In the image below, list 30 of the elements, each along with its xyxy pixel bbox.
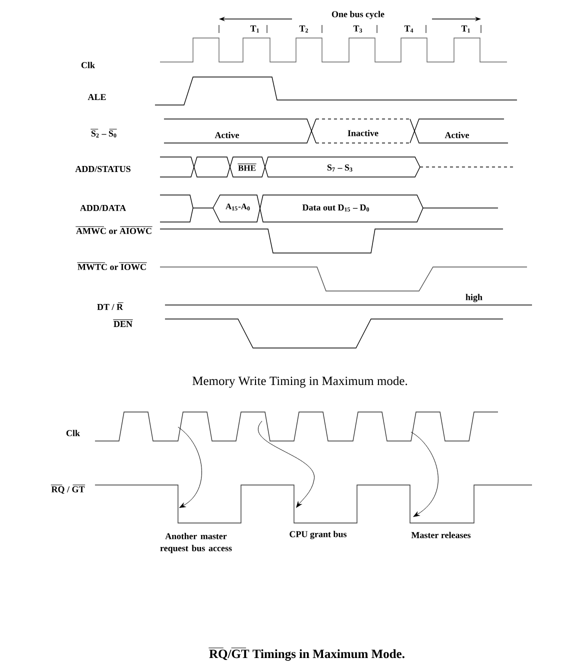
signal-label: Clk	[66, 430, 80, 436]
signal-label: DT / R	[97, 302, 124, 310]
bus-value: BHE	[237, 164, 257, 171]
state-label: T$_{4}$	[404, 26, 414, 32]
signal-label: ADD/DATA	[80, 205, 126, 212]
bus-value: Active	[214, 132, 239, 138]
state-label: T$_{1}$	[250, 26, 259, 32]
state-label: T$_{1}$	[461, 26, 470, 32]
event-label: Another master request bus access	[160, 532, 232, 554]
signal-label: ALE	[88, 94, 106, 100]
level-note: high	[466, 294, 482, 302]
state-label: T$_{3}$	[353, 26, 362, 32]
signal-label: S$_{2}$ – S$_{0}$	[90, 128, 118, 138]
state-label: T$_{2}$	[299, 26, 308, 32]
diagram-caption: Memory Write Timing in Maximum mode.	[192, 376, 408, 388]
signal-label: MWTC or IOWC	[76, 262, 148, 270]
bus-value: Active	[444, 132, 469, 138]
bus-value: S$_{7}$ – S$_{3}$	[327, 164, 352, 172]
bus-value: A$_{15}$-A$_{0}$	[226, 204, 250, 210]
event-label: Master releases	[411, 532, 471, 538]
signal-label: ADD/STATUS	[75, 166, 130, 172]
bus-value: Data out D$_{15}$ – D$_{0}$	[302, 204, 370, 212]
signal-label: Clk	[81, 62, 95, 68]
cycle-label: One bus cycle	[332, 10, 384, 20]
figure-caption: RQ/GT Timings in Maximum Mode.	[208, 648, 404, 661]
bus-value: Inactive	[348, 130, 378, 136]
event-label: CPU grant bus	[290, 530, 347, 540]
signal-label: DEN	[112, 319, 134, 327]
signal-label: RQ / GT	[50, 484, 86, 494]
signal-label: AMWC or AIOWC	[75, 226, 153, 234]
